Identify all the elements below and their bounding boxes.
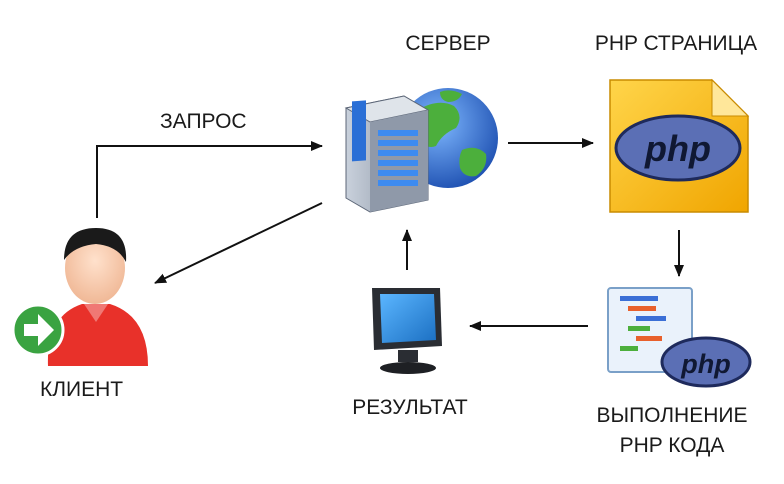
client-label: КЛИЕНТ <box>40 378 124 401</box>
exec-label-line2: PHP КОДА <box>619 434 725 457</box>
result-label: РЕЗУЛЬТАТ <box>352 396 468 419</box>
server-globe-icon <box>344 88 498 213</box>
code-document-icon: php <box>607 287 752 388</box>
response-arrow <box>154 202 323 284</box>
user-icon <box>11 228 148 366</box>
request-label: ЗАПРОС <box>160 110 247 133</box>
server-label: СЕРВЕР <box>405 32 491 55</box>
php-logo-small-text: php <box>680 349 730 379</box>
php-file-icon: php <box>609 78 750 213</box>
monitor-icon <box>372 288 442 374</box>
php-page-label: PHP СТРАНИЦА <box>594 32 758 55</box>
php-logo-text: php <box>644 128 711 169</box>
exec-label-line1: ВЫПОЛНЕНИЕ <box>596 404 748 427</box>
request-arrow <box>96 141 323 218</box>
